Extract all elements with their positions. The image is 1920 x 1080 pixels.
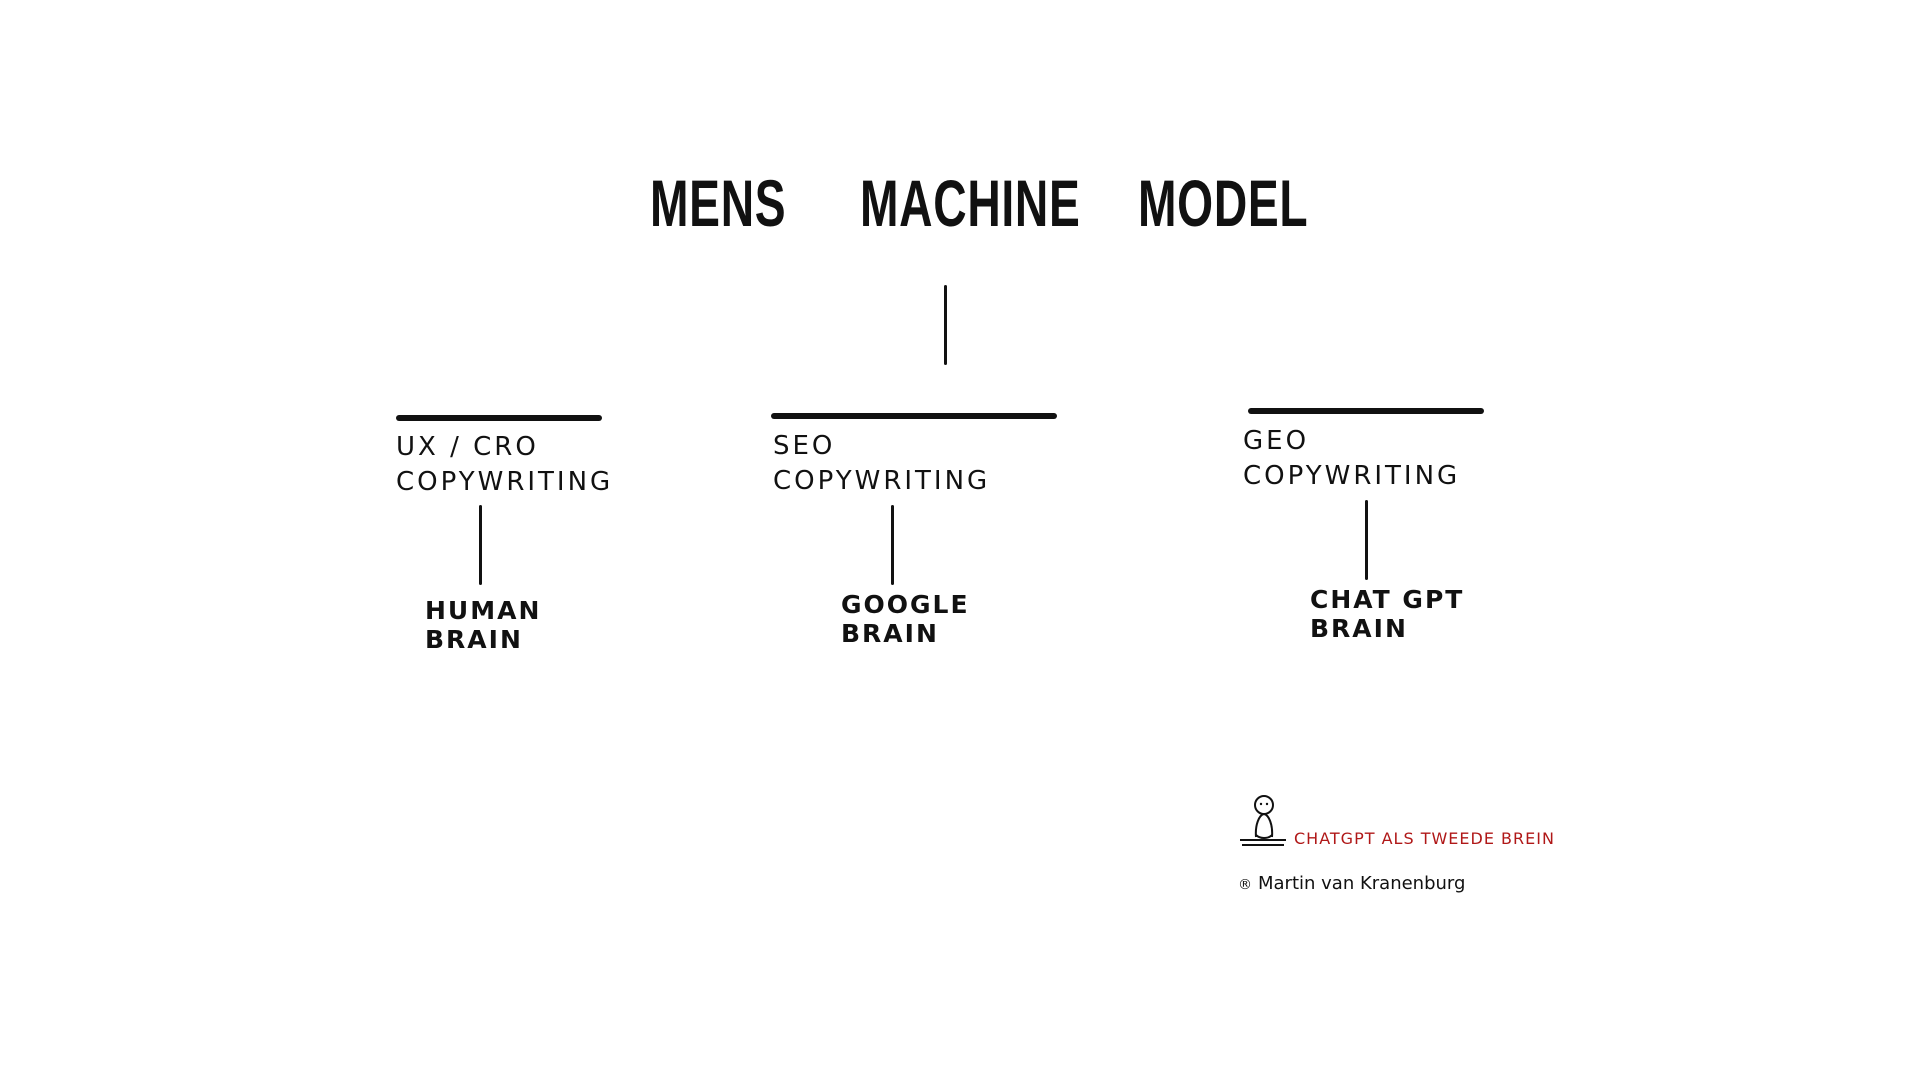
machine-connector-line [944,285,947,365]
signature: CHATGPT ALS TWEEDE BREIN ® Martin van Kra… [1238,795,1554,905]
branch-label-line: GEO [1243,426,1310,456]
branch-label-seo: SEO COPYWRITING [773,429,990,499]
title-word-model: MODEL [1138,166,1309,240]
author-name: Martin van Kranenburg [1258,873,1466,894]
branch-label-line: SEO [773,431,836,461]
title-word-mens: MENS [650,166,787,240]
title-word-machine: MACHINE [860,166,1081,240]
branch-connector-geo [1365,500,1368,580]
branch-bar-geo [1248,408,1484,414]
branch-label-geo: GEO COPYWRITING [1243,424,1460,494]
branch-bar-seo [771,413,1057,419]
branch-label-line: COPYWRITING [396,467,614,497]
brain-label-line: HUMAN [425,596,542,625]
brain-label-line: BRAIN [841,619,939,648]
branch-label-ux-cro: UX / CRO COPYWRITING [396,430,613,500]
branch-label-line: COPYWRITING [773,466,991,496]
brain-label-chatgpt: CHAT GPT BRAIN [1310,585,1464,643]
branch-label-line: COPYWRITING [1243,461,1461,491]
branch-bar-ux-cro [396,415,602,421]
branch-connector-ux-cro [479,505,482,585]
brain-label-human: HUMAN BRAIN [425,596,541,654]
brain-label-google: GOOGLE BRAIN [841,590,970,648]
copyright-symbol: ® [1238,877,1252,893]
signature-brand: CHATGPT ALS TWEEDE BREIN [1294,829,1555,848]
branch-label-line: UX / CRO [396,432,539,462]
brain-label-line: GOOGLE [841,590,970,619]
signature-author: ® Martin van Kranenburg [1238,873,1465,894]
meditating-person-icon [1240,795,1286,846]
branch-connector-seo [891,505,894,585]
brain-label-line: BRAIN [425,625,523,654]
brain-label-line: BRAIN [1310,614,1408,643]
brain-label-line: CHAT GPT [1310,585,1465,614]
